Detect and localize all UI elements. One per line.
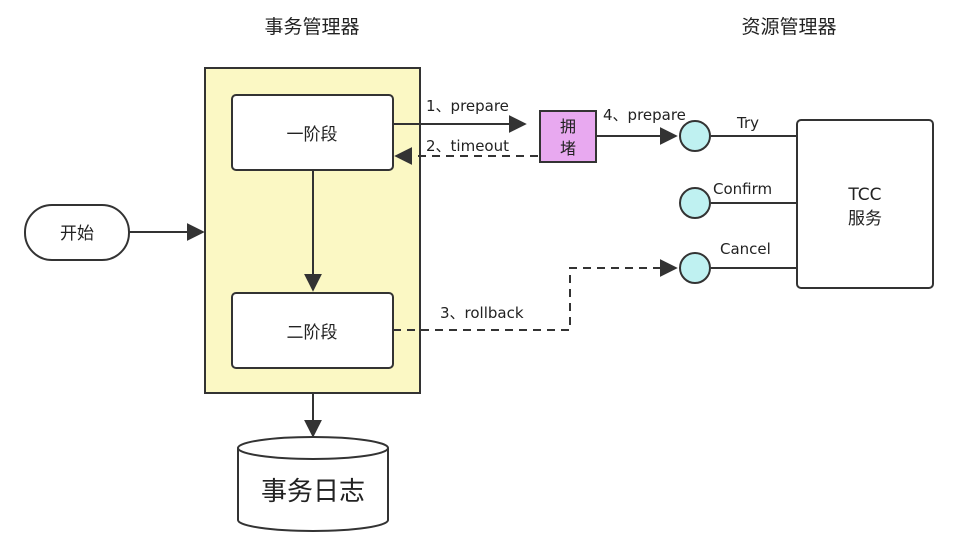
tcc-service-line1: TCC — [847, 185, 881, 205]
confirm-port — [679, 187, 711, 219]
timeout2-label: 2、timeout — [426, 137, 509, 155]
cancel-label: Cancel — [720, 240, 771, 258]
confirm-label: Confirm — [713, 180, 772, 198]
try-label: Try — [736, 114, 759, 132]
prepare1-label: 1、prepare — [426, 97, 509, 115]
phase-one-node: 一阶段 — [231, 94, 394, 171]
transaction-log-cylinder: 事务日志 — [237, 436, 389, 532]
try-port — [679, 120, 711, 152]
rollback3-arrow — [393, 259, 678, 331]
start-label: 开始 — [60, 224, 94, 244]
cancel-port — [679, 252, 711, 284]
rollback3-label: 3、rollback — [440, 304, 524, 322]
transaction-manager-header: 事务管理器 — [264, 16, 359, 38]
prepare4-label: 4、prepare — [603, 106, 686, 124]
block-node: 拥 堵 — [539, 110, 597, 163]
tcc-service-line2: 服务 — [848, 209, 882, 229]
transaction-log-label: 事务日志 — [261, 477, 365, 507]
resource-manager-header: 资源管理器 — [741, 16, 836, 38]
tcc-service-node: TCC 服务 — [796, 119, 934, 289]
phase-two-node: 二阶段 — [231, 292, 394, 369]
phase-one-label: 一阶段 — [287, 125, 338, 145]
block-label-line2: 堵 — [560, 139, 576, 158]
start-node: 开始 — [24, 204, 130, 261]
phase-two-label: 二阶段 — [287, 323, 338, 343]
block-label-line1: 拥 — [560, 117, 576, 136]
